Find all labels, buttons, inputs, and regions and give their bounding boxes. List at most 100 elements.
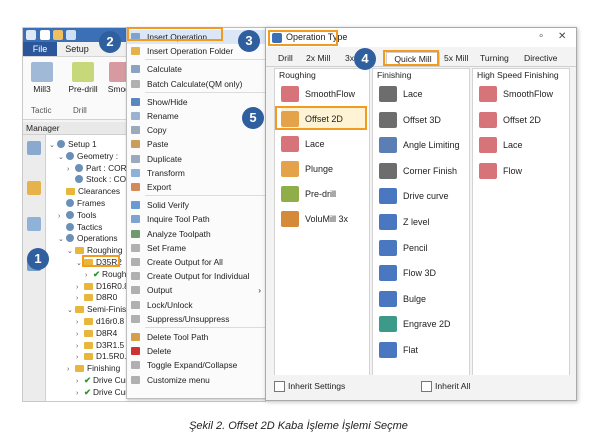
operation-option[interactable]: Engrave 2D bbox=[379, 313, 463, 335]
tools-icon[interactable] bbox=[27, 217, 41, 231]
menu-item[interactable]: Duplicate bbox=[127, 152, 267, 166]
tree-item[interactable]: ›✔Drive Curve bbox=[76, 375, 137, 386]
tree-item[interactable]: ⌄Operations bbox=[58, 233, 118, 244]
tree-item[interactable]: Clearances bbox=[58, 186, 120, 197]
menu-item[interactable]: Customize menu bbox=[127, 373, 267, 387]
menu-item[interactable]: Batch Calculate(QM only) bbox=[127, 77, 267, 91]
menu-item[interactable]: Inquire Tool Path bbox=[127, 212, 267, 226]
expand-arrow-icon[interactable]: ⌄ bbox=[58, 153, 64, 161]
tree-item[interactable]: ›Tools bbox=[58, 210, 96, 221]
tree-item[interactable]: ›D16R0.8 bbox=[76, 281, 129, 292]
expand-arrow-icon[interactable]: › bbox=[58, 212, 61, 220]
new-file-icon[interactable] bbox=[40, 30, 50, 40]
expand-arrow-icon[interactable]: ⌄ bbox=[49, 142, 55, 149]
tab-turning[interactable]: Turning bbox=[480, 53, 509, 63]
menu-item[interactable]: Lock/Unlock bbox=[127, 298, 267, 312]
smooth-button[interactable]: Smoot bbox=[105, 60, 135, 104]
tree-item[interactable]: ›D1.5R0.75 bbox=[76, 351, 136, 362]
menu-item[interactable]: Create Output for Individual bbox=[127, 269, 267, 283]
operation-option[interactable]: Offset 2D bbox=[479, 109, 563, 131]
expand-arrow-icon[interactable]: › bbox=[76, 295, 79, 303]
operation-option[interactable]: Angle Limiting bbox=[379, 134, 463, 156]
tree-item[interactable]: ⌄Geometry : bbox=[58, 151, 118, 162]
tree-item[interactable]: ›Finishing bbox=[67, 363, 120, 374]
menu-item[interactable]: Delete bbox=[127, 344, 267, 358]
tree-item[interactable]: ⌄Setup 1 bbox=[49, 139, 97, 150]
close-icon[interactable]: ✕ bbox=[558, 31, 567, 42]
tab-5x-mill[interactable]: 5x Mill bbox=[444, 53, 469, 63]
expand-arrow-icon[interactable]: › bbox=[76, 342, 79, 350]
tab-setup[interactable]: Setup bbox=[65, 44, 89, 54]
tab-3x[interactable]: 3x bbox=[345, 53, 355, 63]
expand-arrow-icon[interactable]: › bbox=[67, 366, 70, 374]
expand-arrow-icon[interactable]: › bbox=[76, 354, 79, 362]
tab-2x-mill[interactable]: 2x Mill bbox=[306, 53, 331, 63]
tree-item[interactable]: Frames bbox=[58, 198, 105, 209]
tree-item[interactable]: ›✔Rough bbox=[85, 269, 126, 280]
tree-item[interactable]: ›D8R4 bbox=[76, 328, 117, 339]
pin-icon[interactable]: ∘ bbox=[538, 31, 545, 42]
tree-item[interactable]: ›D8R0 bbox=[76, 292, 117, 303]
expand-arrow-icon[interactable]: ⌄ bbox=[67, 307, 73, 315]
menu-item[interactable]: Calculate bbox=[127, 62, 267, 76]
expand-arrow-icon[interactable]: ⌄ bbox=[58, 236, 64, 244]
operation-option[interactable]: Flow bbox=[479, 160, 563, 182]
operation-option[interactable]: SmoothFlow bbox=[479, 83, 563, 105]
menu-item[interactable]: Set Frame bbox=[127, 241, 267, 255]
operation-option[interactable]: Lace bbox=[479, 134, 563, 156]
expand-arrow-icon[interactable]: › bbox=[85, 271, 88, 279]
operation-option[interactable]: Drive curve bbox=[379, 185, 463, 207]
expand-arrow-icon[interactable]: › bbox=[76, 319, 79, 326]
expand-arrow-icon[interactable]: › bbox=[76, 389, 79, 397]
expand-arrow-icon[interactable]: › bbox=[76, 330, 79, 338]
mill3-button[interactable]: Mill3 bbox=[25, 60, 59, 104]
expand-arrow-icon[interactable]: › bbox=[67, 165, 70, 173]
tree-item[interactable]: ⌄D35R2 bbox=[76, 257, 122, 268]
menu-item[interactable]: Copy bbox=[127, 123, 267, 137]
tab-drill[interactable]: Drill bbox=[278, 53, 293, 63]
tree-item[interactable]: ›d16r0.8 bbox=[76, 316, 124, 327]
menu-item[interactable]: Suppress/Unsuppress bbox=[127, 312, 267, 326]
operation-option[interactable]: Corner Finish bbox=[379, 160, 463, 182]
tab-quick-mill[interactable]: Quick Mill bbox=[386, 52, 440, 66]
menu-item[interactable]: Output› bbox=[127, 283, 267, 297]
tree-item[interactable]: ⌄Semi-Finishing bbox=[67, 304, 142, 315]
operation-option[interactable]: SmoothFlow bbox=[281, 83, 365, 105]
tab-directive[interactable]: Directive bbox=[524, 53, 558, 63]
operation-option[interactable]: Flow 3D bbox=[379, 262, 463, 284]
inherit-all-checkbox[interactable] bbox=[421, 381, 432, 392]
expand-arrow-icon[interactable]: › bbox=[76, 378, 79, 385]
tree-item[interactable]: ›✔Drive Curve bbox=[76, 387, 137, 398]
pre-drill-button[interactable]: Pre-drill bbox=[63, 60, 103, 104]
menu-item[interactable]: Delete Tool Path bbox=[127, 330, 267, 344]
tree-item[interactable]: ›D3R1.5 bbox=[76, 340, 124, 351]
stock-icon[interactable] bbox=[27, 181, 41, 195]
menu-item[interactable]: Create Output for All bbox=[127, 255, 267, 269]
operation-option[interactable]: Lace bbox=[379, 83, 463, 105]
menu-item[interactable]: Toggle Expand/Collapse bbox=[127, 358, 267, 372]
operation-option[interactable]: Z level bbox=[379, 211, 463, 233]
operation-option[interactable]: Lace bbox=[281, 133, 365, 155]
tree-item[interactable]: ⌄Roughing bbox=[67, 245, 123, 256]
setup-icon[interactable] bbox=[27, 141, 41, 155]
menu-item[interactable]: Export bbox=[127, 180, 267, 194]
expand-arrow-icon[interactable]: ⌄ bbox=[76, 260, 82, 267]
operation-option[interactable]: Pre-drill bbox=[281, 183, 365, 205]
operation-option[interactable]: Offset 2D bbox=[281, 108, 365, 130]
menu-item[interactable]: Show/Hide bbox=[127, 95, 267, 109]
tree-item[interactable]: Stock : CORE_ bbox=[67, 174, 142, 185]
tab-file[interactable]: File bbox=[23, 42, 57, 56]
inherit-settings-checkbox[interactable] bbox=[274, 381, 285, 392]
operation-option[interactable]: Flat bbox=[379, 339, 463, 361]
menu-item[interactable]: Solid Verify bbox=[127, 198, 267, 212]
operation-option[interactable]: Bulge bbox=[379, 288, 463, 310]
menu-item[interactable]: Analyze Toolpath bbox=[127, 227, 267, 241]
operation-option[interactable]: VoluMill 3x bbox=[281, 208, 365, 230]
tree-item[interactable]: ›Part : CORE (1 bbox=[67, 163, 142, 174]
operation-option[interactable]: Plunge bbox=[281, 158, 365, 180]
menu-item[interactable]: Rename bbox=[127, 109, 267, 123]
expand-arrow-icon[interactable]: › bbox=[76, 283, 79, 291]
menu-item[interactable]: Paste bbox=[127, 137, 267, 151]
expand-arrow-icon[interactable]: ⌄ bbox=[67, 248, 73, 256]
operation-option[interactable]: Pencil bbox=[379, 237, 463, 259]
